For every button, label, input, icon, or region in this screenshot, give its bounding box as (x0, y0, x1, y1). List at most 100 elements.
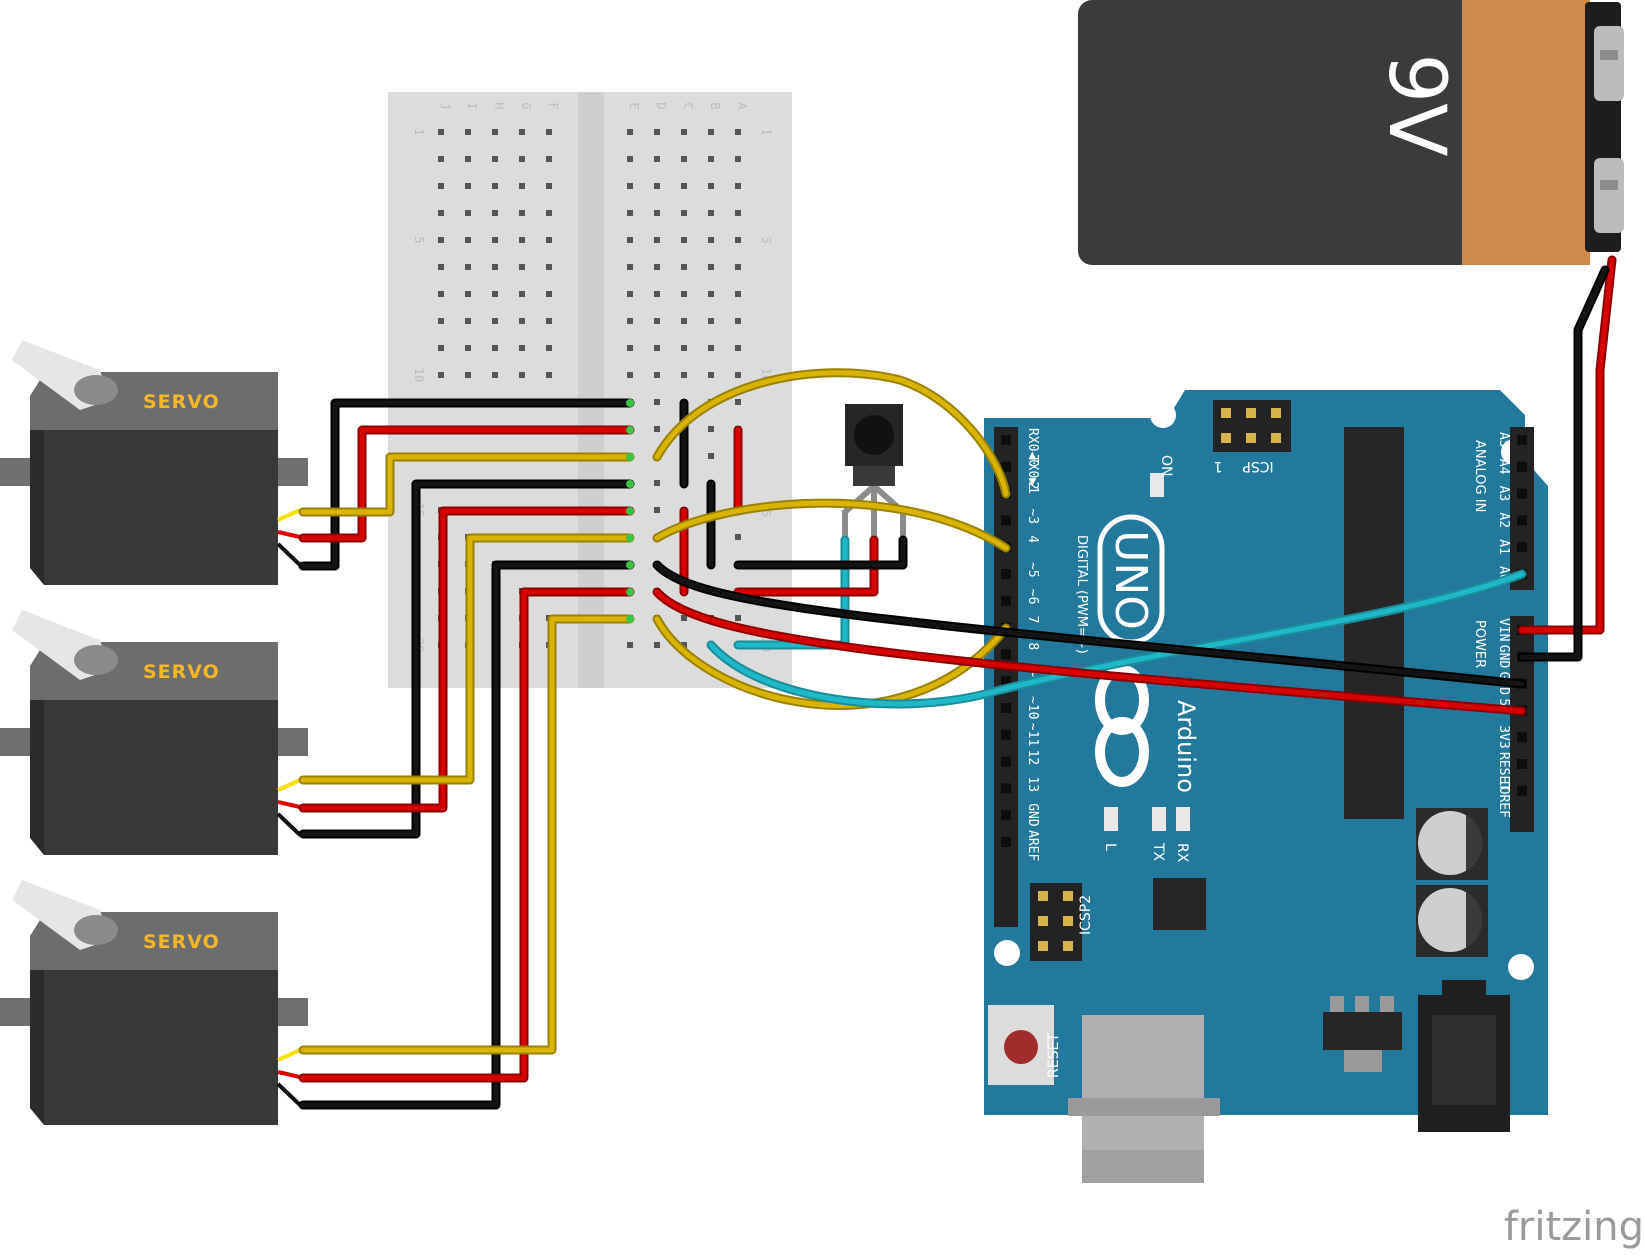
digital-pin-hole[interactable] (1001, 461, 1011, 472)
breadboard-hole (546, 183, 552, 189)
digital-pin-hole[interactable] (1001, 703, 1011, 713)
servo-motor: SERVO (0, 610, 308, 855)
breadboard-row-number: 10 (412, 368, 426, 382)
digital-pin-label: 4 (1025, 535, 1040, 543)
wire-ir-power (733, 535, 879, 597)
breadboard-hole (492, 237, 498, 243)
digital-pin-label: 8 (1025, 642, 1040, 650)
breadboard-hole (492, 264, 498, 270)
analog-pin-hole[interactable] (1517, 542, 1527, 553)
breadboard-column-letter: G (519, 102, 533, 109)
digital-pin-hole[interactable] (1001, 649, 1011, 660)
usb-connector (1068, 1015, 1220, 1183)
digital-pin-label: 7 (1025, 616, 1040, 624)
breadboard-hole (438, 345, 444, 351)
breadboard-hole (627, 156, 633, 162)
breadboard-hole (546, 318, 552, 324)
battery-label: 9V (1371, 54, 1461, 157)
digital-pin-label: 2 (1025, 482, 1040, 490)
breadboard-hole (681, 129, 687, 135)
arduino-infinity-logo (1095, 665, 1149, 787)
breadboard-hole (708, 183, 714, 189)
breadboard-hole (654, 264, 660, 270)
power-pin-label: GND (1496, 645, 1511, 669)
breadboard-hole (627, 264, 633, 270)
breadboard-hole (519, 372, 525, 378)
analog-pin-hole[interactable] (1517, 515, 1527, 526)
digital-pin-hole[interactable] (1001, 676, 1011, 687)
servo-label: SERVO (143, 931, 220, 953)
breadboard-hole (519, 345, 525, 351)
wire-servo1-power (298, 425, 635, 543)
digital-pin-label: ~5 (1025, 562, 1040, 578)
led-tx (1152, 807, 1166, 831)
breadboard-column-letter: D (654, 102, 668, 109)
analog-pin-hole[interactable] (1517, 488, 1527, 499)
icsp2-label: ICSP2 (1078, 895, 1094, 935)
breadboard-hole (627, 372, 633, 378)
breadboard-hole (519, 318, 525, 324)
breadboard-hole (735, 237, 741, 243)
breadboard-hole (438, 291, 444, 297)
digital-pin-hole[interactable] (1001, 569, 1011, 579)
power-pin-hole[interactable] (1517, 732, 1527, 743)
wire-servo1-to-pin3 (652, 368, 1011, 499)
breadboard-column-letter: F (546, 102, 560, 109)
breadboard-hole (627, 318, 633, 324)
battery-9v: 9V (1078, 0, 1624, 265)
led-l (1104, 807, 1118, 831)
power-pin-hole[interactable] (1517, 785, 1527, 796)
breadboard-hole (708, 318, 714, 324)
breadboard-hole (708, 345, 714, 351)
digital-pin-hole[interactable] (1001, 783, 1011, 794)
breadboard-hole (492, 129, 498, 135)
breadboard-hole (627, 210, 633, 216)
digital-pin-label: ~3 (1025, 508, 1040, 524)
digital-pin-label: TX0▶1 (1025, 455, 1040, 494)
breadboard-hole (519, 291, 525, 297)
digital-pin-hole[interactable] (1001, 756, 1011, 767)
digital-pin-hole[interactable] (1001, 515, 1011, 526)
breadboard-hole (654, 399, 660, 405)
breadboard-column-letter: I (465, 102, 479, 109)
breadboard-row-number: 1 (412, 128, 426, 135)
battery-terminal (1594, 158, 1624, 233)
breadboard-hole (546, 291, 552, 297)
breadboard-hole (735, 210, 741, 216)
breadboard-hole (438, 156, 444, 162)
breadboard-hole (654, 642, 660, 648)
digital-pin-label: ~6 (1025, 589, 1040, 605)
digital-pin-hole[interactable] (1001, 595, 1011, 606)
breadboard-hole (519, 183, 525, 189)
breadboard-hole (546, 129, 552, 135)
reset-button[interactable] (988, 1005, 1054, 1085)
led-l-label: L (1102, 843, 1118, 851)
breadboard-hole (735, 183, 741, 189)
breadboard-hole (492, 210, 498, 216)
battery-terminal (1594, 26, 1624, 101)
breadboard-hole (654, 210, 660, 216)
breadboard-column-letter: B (708, 102, 722, 109)
wire-ir-to-a0 (706, 569, 1527, 709)
servo-label: SERVO (143, 661, 220, 683)
analog-pin-hole[interactable] (1517, 461, 1527, 472)
power-pin-label: VIN (1496, 618, 1511, 641)
breadboard-hole (438, 372, 444, 378)
digital-pin-hole[interactable] (1001, 837, 1011, 847)
breadboard-hole (735, 129, 741, 135)
analog-pin-hole[interactable] (1517, 435, 1527, 445)
breadboard-hole (708, 129, 714, 135)
power-label: POWER (1472, 620, 1487, 668)
breadboard-hole (654, 318, 660, 324)
breadboard-hole (681, 318, 687, 324)
wire-battery-positive (1517, 255, 1617, 635)
analog-in-label: ANALOG IN (1472, 440, 1487, 512)
digital-pin-hole[interactable] (1001, 435, 1011, 445)
wire-servo3-ground (298, 560, 635, 1110)
breadboard-hole (492, 156, 498, 162)
digital-pin-hole[interactable] (1001, 810, 1011, 821)
power-pin-hole[interactable] (1517, 759, 1527, 769)
digital-pin-hole[interactable] (1001, 729, 1011, 740)
